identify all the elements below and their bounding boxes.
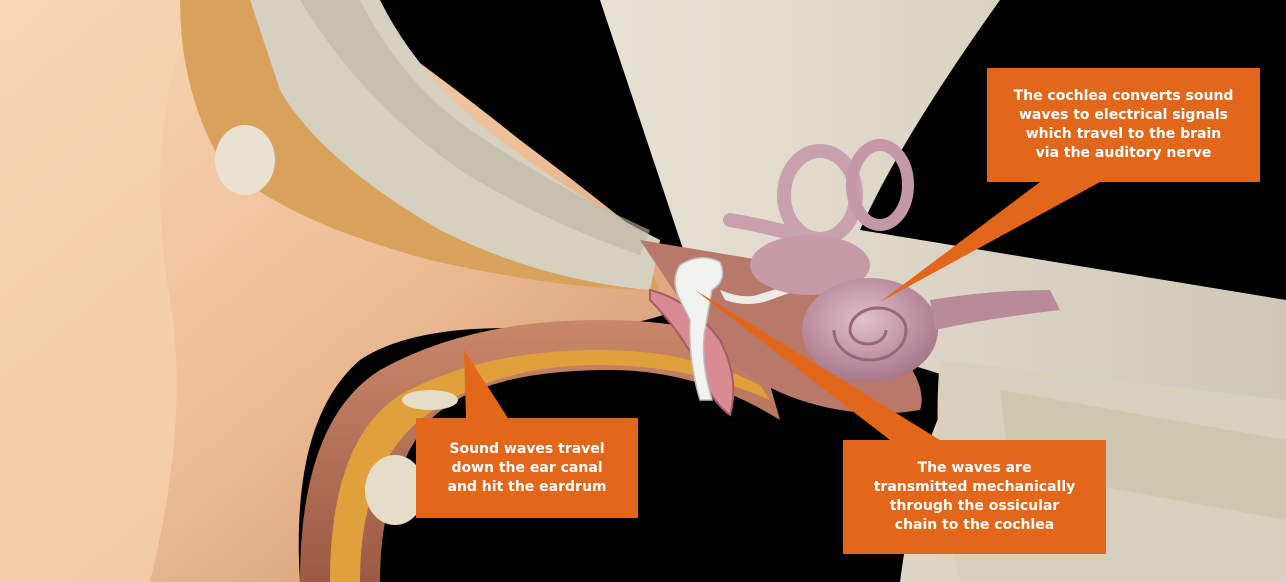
- callout-ossicles-text: The waves are transmitted mechanically t…: [874, 459, 1076, 535]
- callout-ear-canal: Sound waves travel down the ear canal an…: [416, 418, 638, 518]
- callout-cochlea: The cochlea converts sound waves to elec…: [987, 68, 1260, 182]
- callout-ossicles: The waves are transmitted mechanically t…: [843, 440, 1106, 554]
- callout-ear-canal-text: Sound waves travel down the ear canal an…: [448, 440, 607, 497]
- callout-cochlea-text: The cochlea converts sound waves to elec…: [1014, 87, 1234, 163]
- bone-spot-upper: [215, 125, 275, 195]
- cochlea: [802, 278, 938, 382]
